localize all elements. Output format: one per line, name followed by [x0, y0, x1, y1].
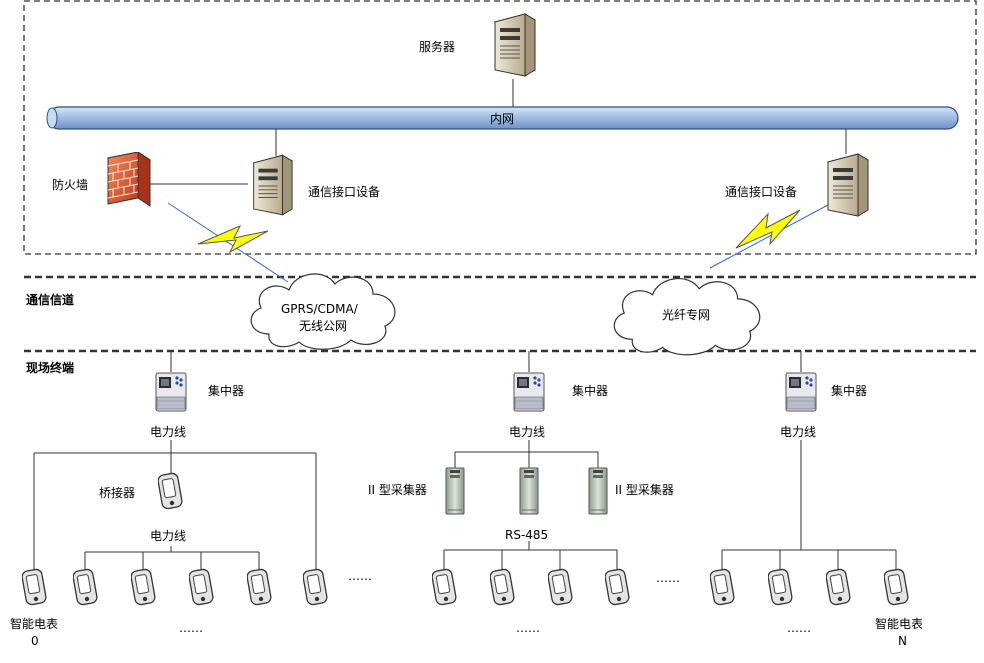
ellipsis-right: ……: [656, 571, 680, 585]
cloud-left-label-line2: 无线公网: [299, 319, 348, 333]
smart-meter-icon: [490, 568, 516, 607]
smart-meter-icon: [605, 568, 631, 607]
meter-first-index: 0: [31, 634, 39, 648]
concentrator-right-icon: [785, 372, 817, 412]
smart-meter-icon: [710, 568, 736, 607]
collector-right-label: II 型采集器: [615, 483, 674, 497]
smart-meter-icon: [303, 568, 329, 607]
smart-meter-icon: [189, 568, 215, 607]
collector-right-icon: [588, 467, 608, 515]
bridge-label: 桥接器: [99, 486, 136, 500]
meter-last-label: 智能电表: [875, 617, 924, 631]
lightning-bolt-left-icon: [197, 225, 269, 254]
ellipsis-bottom-middle: ……: [516, 621, 540, 635]
comm-device-right-label: 通信接口设备: [725, 185, 798, 199]
smart-meter-icon: [131, 568, 157, 607]
powerline-right-label: 电力线: [780, 425, 817, 439]
ellipsis-bottom-left: ……: [179, 621, 203, 635]
channel-zone-label: 通信信道: [26, 293, 75, 307]
concentrator-left-icon: [155, 372, 187, 412]
intranet-zone-border: [23, 0, 977, 255]
collector-left-icon: [445, 467, 465, 515]
cloud-right-label: 光纤专网: [662, 308, 711, 322]
smart-meter-icon: [22, 568, 48, 607]
ellipsis-left: ……: [348, 569, 372, 583]
meter-first-label: 智能电表: [10, 617, 59, 631]
comm-interface-device-left-icon: [253, 154, 293, 216]
powerline-left-label: 电力线: [150, 425, 187, 439]
concentrator-left-label: 集中器: [208, 384, 245, 398]
lightning-bolt-right-icon: [735, 209, 801, 249]
firewall-icon: [107, 152, 151, 207]
concentrator-middle-icon: [513, 372, 545, 412]
smart-meter-icon: [548, 568, 574, 607]
field-zone-label: 现场终端: [26, 361, 75, 375]
concentrator-middle-label: 集中器: [572, 384, 609, 398]
smart-meter-icon: [884, 568, 910, 607]
smart-meter-icon: [826, 568, 852, 607]
smart-meter-icon: [73, 568, 99, 607]
server-tower-icon: [494, 13, 536, 77]
comm-device-left-label: 通信接口设备: [308, 185, 381, 199]
comm-interface-device-right-icon: [827, 153, 869, 217]
meter-last-index: N: [898, 634, 907, 648]
powerline-middle-label: 电力线: [509, 425, 546, 439]
cloud-left-label-line1: GPRS/CDMA/: [281, 302, 358, 316]
bridge-powerline-label: 电力线: [150, 529, 187, 543]
rs485-label: RS-485: [505, 528, 549, 542]
bridge-device-icon: [158, 472, 184, 511]
firewall-label: 防火墙: [52, 178, 89, 192]
collector-middle-icon: [519, 467, 539, 515]
intranet-pipe-label: 内网: [490, 112, 515, 126]
concentrator-right-label: 集中器: [831, 384, 868, 398]
smart-meter-icon: [768, 568, 794, 607]
smart-meter-icon: [247, 568, 273, 607]
server-label: 服务器: [419, 40, 456, 54]
smart-meter-icon: [432, 568, 458, 607]
collector-left-label: II 型采集器: [368, 483, 427, 497]
ellipsis-bottom-right: ……: [787, 621, 811, 635]
